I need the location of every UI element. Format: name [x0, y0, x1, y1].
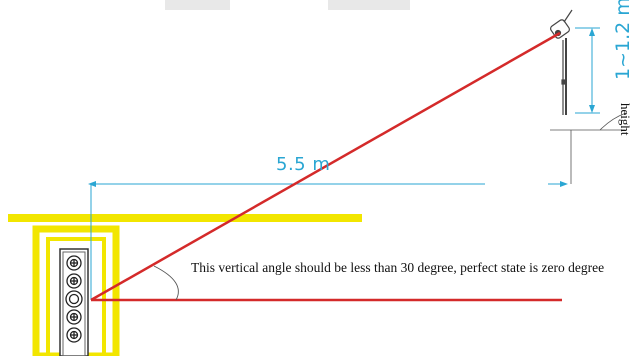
mounting-surface [8, 214, 362, 222]
height-label: height [618, 103, 633, 136]
sight-line-angled [90, 31, 561, 302]
top-strip-right [328, 0, 410, 10]
distance-label: 5.5 m [276, 154, 331, 175]
reader-panel-icon [59, 248, 89, 356]
height-range-label: 1~1.2 m [612, 0, 634, 80]
height-dimension [575, 27, 600, 114]
camera-on-pole-icon [550, 9, 573, 115]
device-frame [32, 225, 120, 356]
distance-dimension [88, 181, 568, 300]
angle-arc [153, 265, 179, 301]
top-strip-left [165, 0, 230, 10]
sight-lines [90, 31, 562, 302]
angle-note: This vertical angle should be less than … [191, 260, 605, 275]
height-reference [550, 112, 627, 184]
